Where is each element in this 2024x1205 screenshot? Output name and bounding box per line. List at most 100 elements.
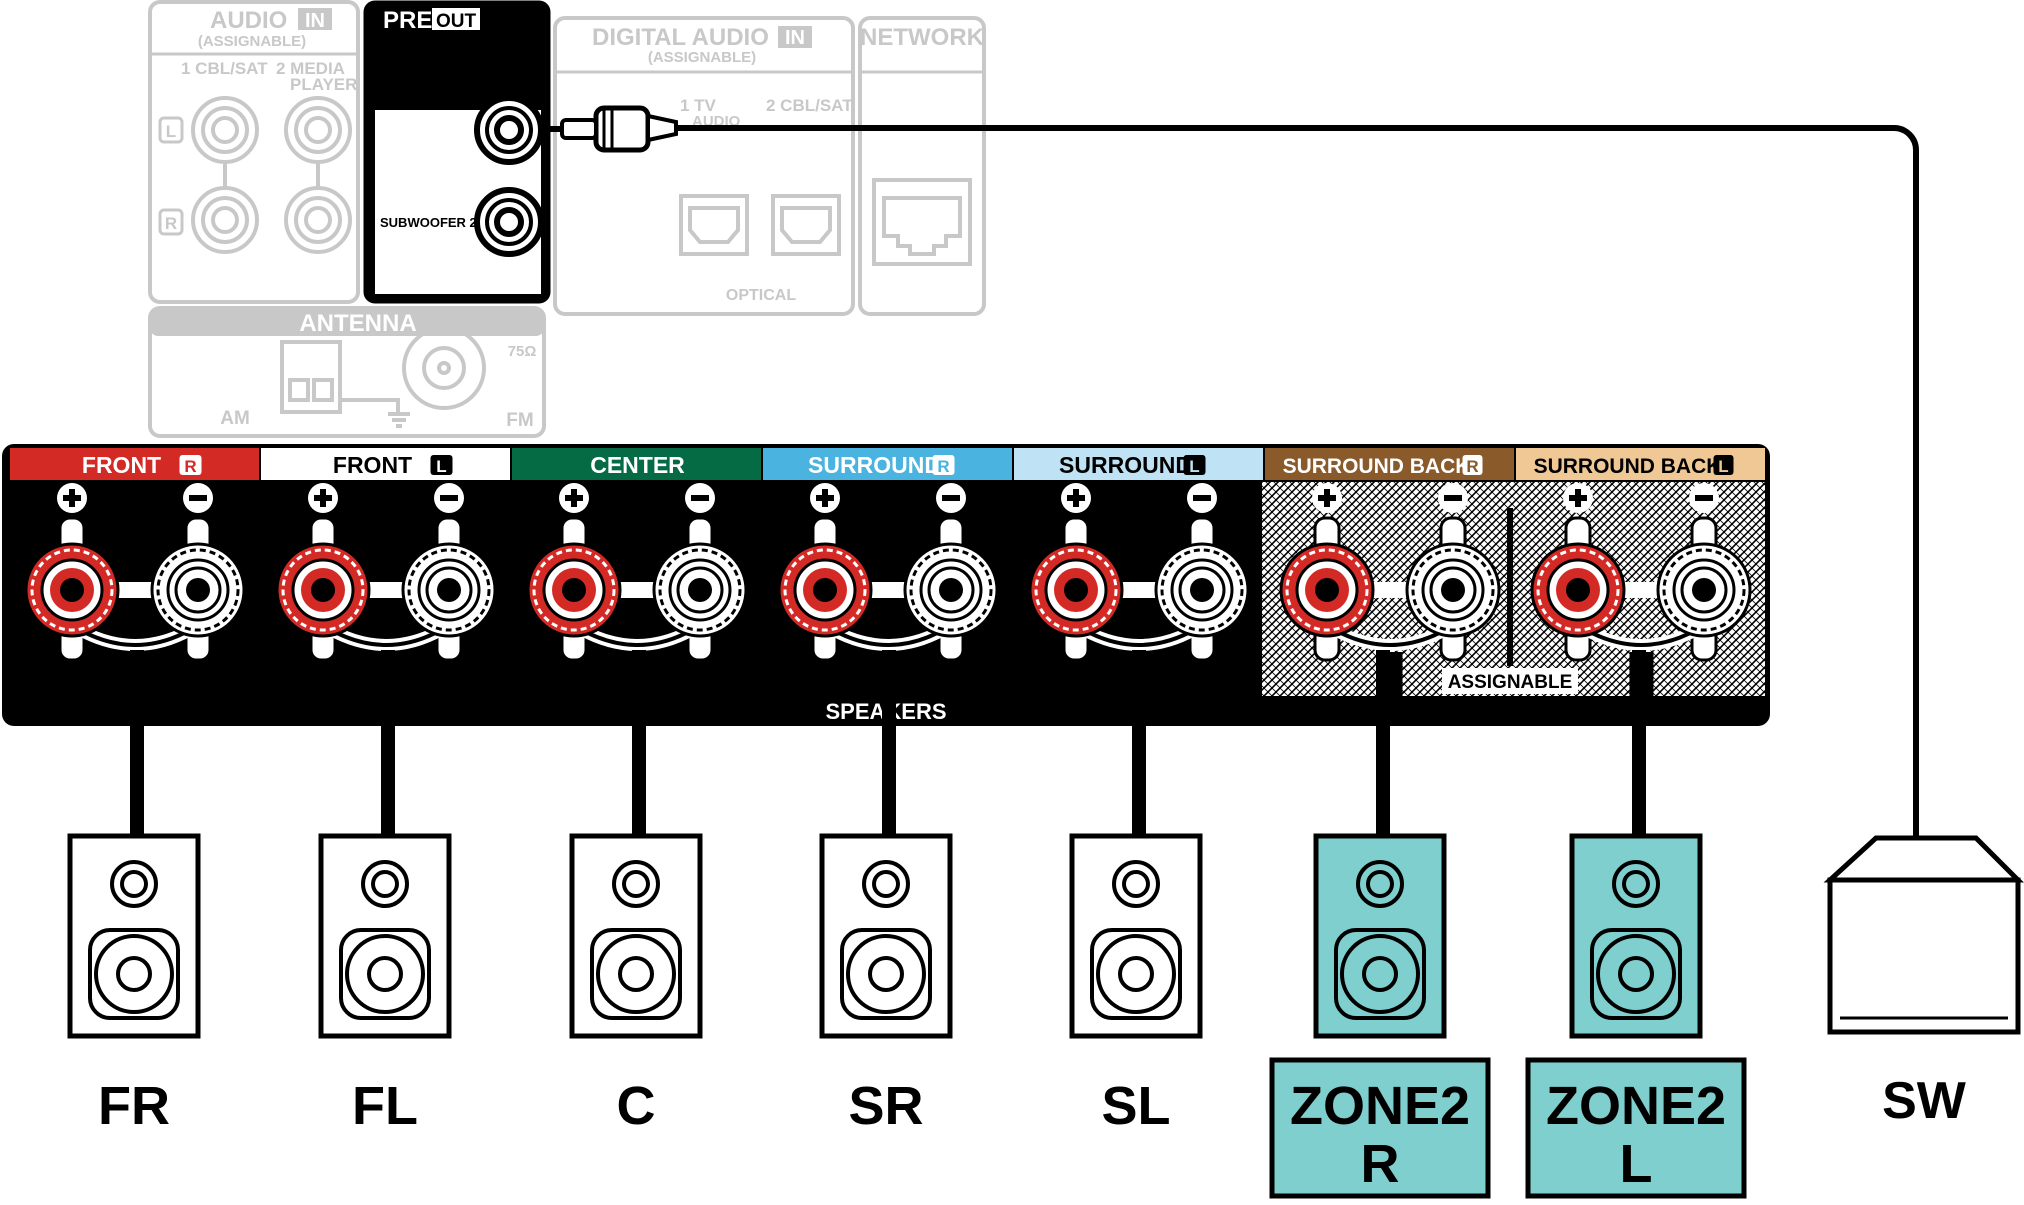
- zone-label-box: [1269, 1057, 1491, 1199]
- subwoofer1-jack: [474, 95, 544, 165]
- channel-badge-bg: [1183, 455, 1206, 475]
- woofer-icon: [1334, 928, 1426, 1020]
- antenna-ohm: 75Ω: [508, 343, 537, 360]
- speaker-wire: [1376, 650, 1390, 850]
- pre-out-title: PRE: [383, 7, 432, 34]
- digital-audio-badge: IN: [785, 27, 805, 49]
- speaker-label: C: [617, 1076, 656, 1136]
- audio-in-badge: IN: [305, 10, 325, 32]
- digital-audio-sub: (ASSIGNABLE): [648, 49, 756, 66]
- speaker-label: ZONE2: [1290, 1076, 1470, 1136]
- pre-out-sub2: SUBWOOFER 2: [380, 215, 477, 230]
- pre-out-badge: OUT: [436, 11, 477, 32]
- speaker-label: SL: [1101, 1076, 1170, 1136]
- audio-in-input2b: PLAYER: [290, 75, 357, 94]
- antenna-title: ANTENNA: [299, 310, 416, 337]
- channel-badge-bg: [430, 455, 453, 475]
- optical-label: OPTICAL: [726, 287, 796, 304]
- audio-in-badge-bg: [298, 8, 332, 30]
- tweeter-icon: [1612, 860, 1660, 908]
- speaker-wire: [130, 650, 144, 850]
- woofer-icon: [1090, 928, 1182, 1020]
- zone-label-box: [1525, 1057, 1747, 1199]
- digital-audio-input2: 2 CBL/SAT: [766, 96, 853, 115]
- network-panel: NETWORK: [858, 16, 986, 316]
- pre-out-sub1: SUBWOOFER 1: [380, 123, 477, 138]
- channel-badge-bg: [1462, 455, 1483, 475]
- network-title: NETWORK: [860, 24, 985, 51]
- speaker-1: FL: [318, 650, 452, 1136]
- terminal-pair-5: [1279, 483, 1501, 696]
- subwoofer2-jack: [474, 187, 544, 257]
- channel-header-0: FRONT R: [10, 448, 259, 480]
- tweeter-icon: [1112, 860, 1160, 908]
- pre-out-panel: PRE OUT SUBWOOFER 1 SUBWOOFER 2: [363, 0, 551, 304]
- digital-audio-title: DIGITAL AUDIO: [592, 24, 769, 51]
- audio-in-input2: 2 MEDIA: [276, 59, 345, 78]
- speaker-2: C: [569, 650, 703, 1136]
- speaker-wire: [882, 650, 896, 850]
- speaker-label-2: R: [1361, 1134, 1400, 1194]
- channel-header-bg: [10, 448, 259, 480]
- speaker-3: SR: [819, 650, 953, 1136]
- assignable-label: ASSIGNABLE: [1448, 672, 1573, 693]
- channel-header-bg: [512, 448, 761, 480]
- channel-badge: L: [436, 457, 446, 476]
- channel-badge-bg: [179, 455, 202, 475]
- speaker-label: FL: [352, 1076, 418, 1136]
- channel-badge: R: [184, 457, 196, 476]
- digital-audio-in-panel: DIGITAL AUDIO IN (ASSIGNABLE) 1 TV AUDIO…: [553, 16, 855, 316]
- channel-name: CENTER: [590, 452, 685, 478]
- subwoofer-box: [1823, 835, 2024, 1035]
- woofer-icon: [590, 928, 682, 1020]
- audio-in-input1: 1 CBL/SAT: [181, 59, 268, 78]
- woofer-icon: [88, 928, 180, 1020]
- woofer-icon: [339, 928, 431, 1020]
- woofer-icon: [1590, 928, 1682, 1020]
- ethernet-port-icon: [872, 178, 972, 266]
- speaker-4: SL: [1069, 650, 1203, 1136]
- tweeter-icon: [361, 860, 409, 908]
- speaker-wire: [1632, 650, 1646, 850]
- digital-audio-input1: 1 TV: [680, 96, 717, 115]
- antenna-panel: ANTENNA AM FM 75Ω: [148, 306, 546, 438]
- channel-badge: L: [1718, 457, 1728, 476]
- channel-name: SURROUND BACK: [1534, 455, 1722, 478]
- assignable-label-bg: [1442, 668, 1578, 694]
- audio-in-side-l: L: [166, 122, 176, 141]
- audio-in-title: AUDIO: [210, 7, 287, 34]
- channel-badge-bg: [932, 455, 955, 475]
- channel-badge: L: [1189, 457, 1199, 476]
- channel-badge: R: [937, 457, 949, 476]
- channel-name: SURROUND: [1059, 452, 1192, 478]
- speaker-0: FR: [67, 650, 201, 1136]
- terminal-pair-6: [1530, 483, 1752, 696]
- channel-name: SURROUND BACK: [1283, 455, 1471, 478]
- fm-terminal-icon: [402, 326, 486, 410]
- pre-out-badge-bg: [432, 8, 480, 30]
- speaker-label: ZONE2: [1546, 1076, 1726, 1136]
- audio-in-panel: AUDIO IN (ASSIGNABLE) 1 CBL/SAT 2 MEDIA …: [148, 0, 360, 304]
- antenna-fm: FM: [506, 410, 533, 431]
- audio-in-sub: (ASSIGNABLE): [198, 33, 306, 50]
- woofer-icon: [840, 928, 932, 1020]
- antenna-am: AM: [220, 408, 250, 429]
- channel-name: FRONT: [82, 452, 161, 478]
- speaker-label: SR: [848, 1076, 923, 1136]
- channel-header-bg: [763, 448, 1012, 480]
- subwoofer-cable: [548, 105, 1919, 840]
- channel-name: SURROUND: [808, 452, 941, 478]
- am-terminal-icon: [280, 340, 410, 428]
- speaker-wire: [632, 650, 646, 850]
